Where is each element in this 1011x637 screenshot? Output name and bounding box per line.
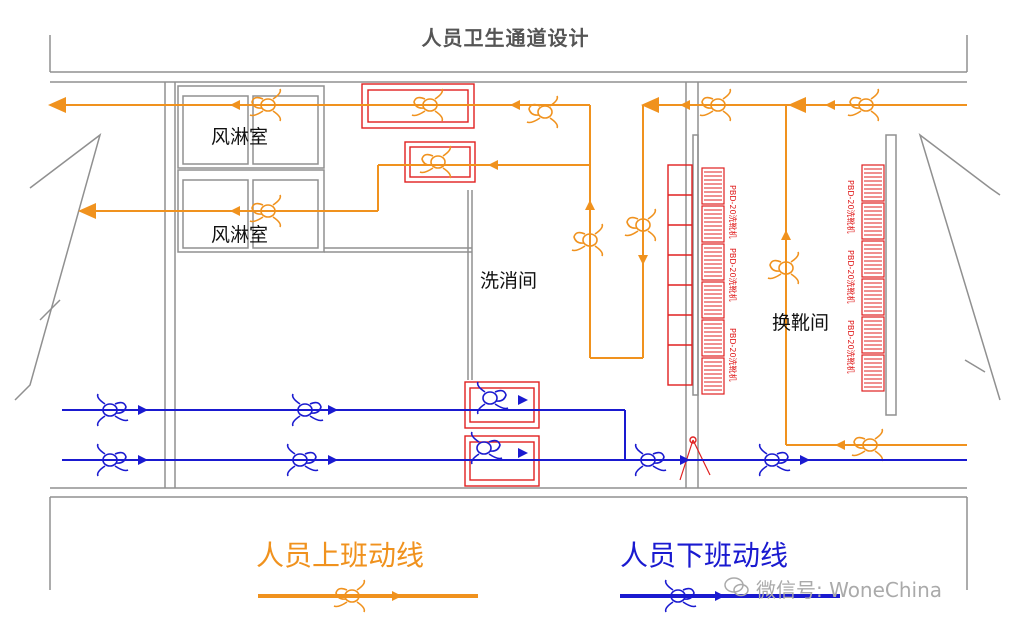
legend-off-shift-label: 人员下班动线 bbox=[620, 539, 789, 572]
off-shift-arrows bbox=[138, 395, 810, 465]
wash-room-label: 洗消间 bbox=[480, 270, 538, 292]
machine-label: PBD-20洗靴机 bbox=[728, 248, 738, 302]
air-shower-room-label-1: 风淋室 bbox=[211, 126, 269, 148]
watermark-text: 微信号: WoneChina bbox=[756, 578, 943, 602]
on-shift-arrows bbox=[230, 100, 845, 450]
diagram-title: 人员卫生通道设计 bbox=[421, 26, 590, 50]
machine-label: PBD-20洗靴机 bbox=[728, 185, 738, 239]
wechat-icon bbox=[724, 577, 749, 597]
machine-labels: PBD-20洗靴机 PBD-20洗靴机 PBD-20洗靴机 PBD-20洗靴机 … bbox=[728, 180, 856, 382]
on-shift-route bbox=[48, 97, 967, 446]
air-shower-room-label-2: 风淋室 bbox=[211, 224, 269, 246]
boot-change-room-label: 换靴间 bbox=[772, 312, 830, 334]
machine-label: PBD-20洗靴机 bbox=[846, 250, 856, 304]
on-shift-people bbox=[249, 88, 884, 462]
machine-label: PBD-20洗靴机 bbox=[846, 180, 856, 234]
legend-lines bbox=[258, 579, 840, 613]
walls bbox=[14, 35, 1001, 590]
machine-label: PBD-20洗靴机 bbox=[728, 328, 738, 382]
legend-on-shift-label: 人员上班动线 bbox=[256, 539, 425, 572]
off-shift-route bbox=[62, 409, 967, 461]
machine-label: PBD-20洗靴机 bbox=[846, 320, 856, 374]
